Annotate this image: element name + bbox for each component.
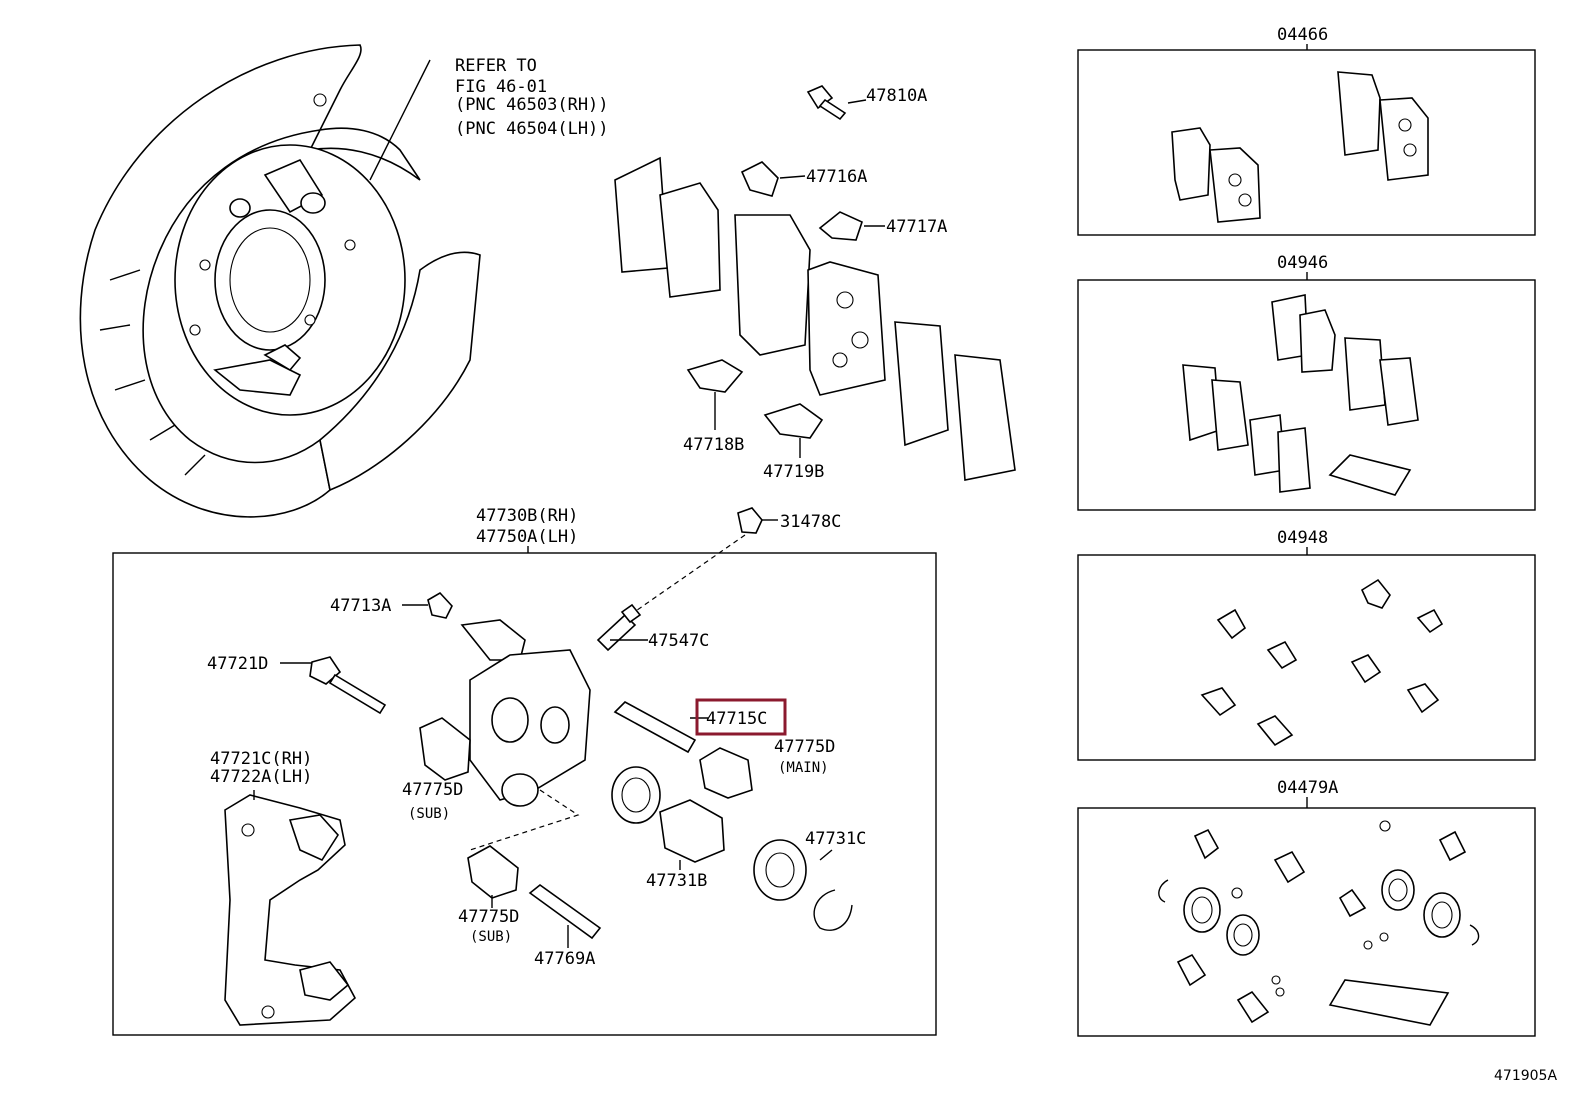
label-47721C[interactable]: 47721C(RH) — [210, 749, 312, 769]
piston-47731B-drawing — [659, 799, 725, 870]
refer-note: REFER TO FIG 46-01 (PNC 46503(RH)) (PNC … — [455, 56, 609, 139]
label-47769A[interactable]: 47769A — [534, 949, 595, 969]
refer-line-3: (PNC 46503(RH)) — [455, 95, 609, 115]
kit-04948-drawing — [1200, 578, 1444, 747]
backing-plate-drawing — [79, 44, 481, 518]
highlight-box-47715C — [695, 698, 787, 736]
label-47715C[interactable]: 47715C — [706, 709, 767, 729]
mounting-bracket-drawing — [224, 790, 357, 1026]
note-sub1: (SUB) — [408, 806, 450, 822]
bushing-47775D-main-drawing — [699, 747, 753, 799]
bushing-47775D-sub1-drawing — [419, 717, 471, 781]
kit-box-04466 — [1077, 49, 1536, 236]
kit-box-04946 — [1077, 279, 1536, 511]
label-47730B[interactable]: 47730B(RH) — [476, 506, 578, 526]
label-47722A[interactable]: 47722A(LH) — [210, 767, 312, 787]
kit-04479A-drawing — [1158, 820, 1480, 1026]
bolt-47721D-drawing — [280, 656, 387, 715]
refer-line-2: FIG 46-01 — [455, 77, 547, 97]
label-47731C[interactable]: 47731C — [805, 829, 866, 849]
clip-47716A-drawing — [740, 161, 806, 197]
kit-label-04479A[interactable]: 04479A — [1277, 778, 1338, 798]
bolt-47810A-drawing — [806, 85, 867, 121]
label-47750A[interactable]: 47750A(LH) — [476, 527, 578, 547]
pin-47769A-drawing — [528, 883, 602, 948]
refer-line-1: REFER TO — [455, 56, 537, 76]
pin-47715C-drawing — [613, 701, 708, 754]
kit-label-04948[interactable]: 04948 — [1277, 528, 1328, 548]
bleeder-47547C-drawing — [596, 603, 648, 652]
label-47713A[interactable]: 47713A — [330, 596, 391, 616]
kit-box-04479A — [1077, 807, 1536, 1037]
boot-47731C-drawing — [753, 839, 853, 931]
label-47717A[interactable]: 47717A — [886, 217, 947, 237]
label-31478C[interactable]: 31478C — [780, 512, 841, 532]
seal-ring-drawing — [611, 766, 661, 824]
caliper-body-drawing — [460, 619, 591, 851]
label-47810A[interactable]: 47810A — [866, 86, 927, 106]
label-47721D[interactable]: 47721D — [207, 654, 268, 674]
brake-pads-drawing — [614, 156, 1016, 481]
label-47731B[interactable]: 47731B — [646, 871, 707, 891]
clip-47719B-drawing — [763, 403, 824, 458]
label-47775D-main[interactable]: 47775D — [774, 737, 835, 757]
label-47775D-sub1[interactable]: 47775D — [402, 780, 463, 800]
note-sub2: (SUB) — [470, 929, 512, 945]
label-47718B[interactable]: 47718B — [683, 435, 744, 455]
cap-47713A-drawing — [402, 591, 453, 619]
label-47716A[interactable]: 47716A — [806, 167, 867, 187]
clip-47718B-drawing — [686, 359, 744, 430]
label-47719B[interactable]: 47719B — [763, 462, 824, 482]
clip-47717A-drawing — [818, 211, 885, 241]
caliper-assembly-box — [112, 552, 937, 1036]
kit-label-04466[interactable]: 04466 — [1277, 25, 1328, 45]
kit-label-04946[interactable]: 04946 — [1277, 253, 1328, 273]
kit-04466-drawing — [1171, 71, 1429, 223]
kit-box-04948 — [1077, 554, 1536, 761]
note-main: (MAIN) — [778, 760, 829, 776]
label-47547C[interactable]: 47547C — [648, 631, 709, 651]
figure-id: 471905A — [1494, 1068, 1557, 1084]
label-47775D-sub2[interactable]: 47775D — [458, 907, 519, 927]
kit-04946-drawing — [1182, 294, 1419, 496]
refer-line-4: (PNC 46504(LH)) — [455, 119, 609, 139]
boot-31478C-drawing — [629, 507, 778, 616]
bushing-47775D-sub2-drawing — [467, 845, 519, 908]
